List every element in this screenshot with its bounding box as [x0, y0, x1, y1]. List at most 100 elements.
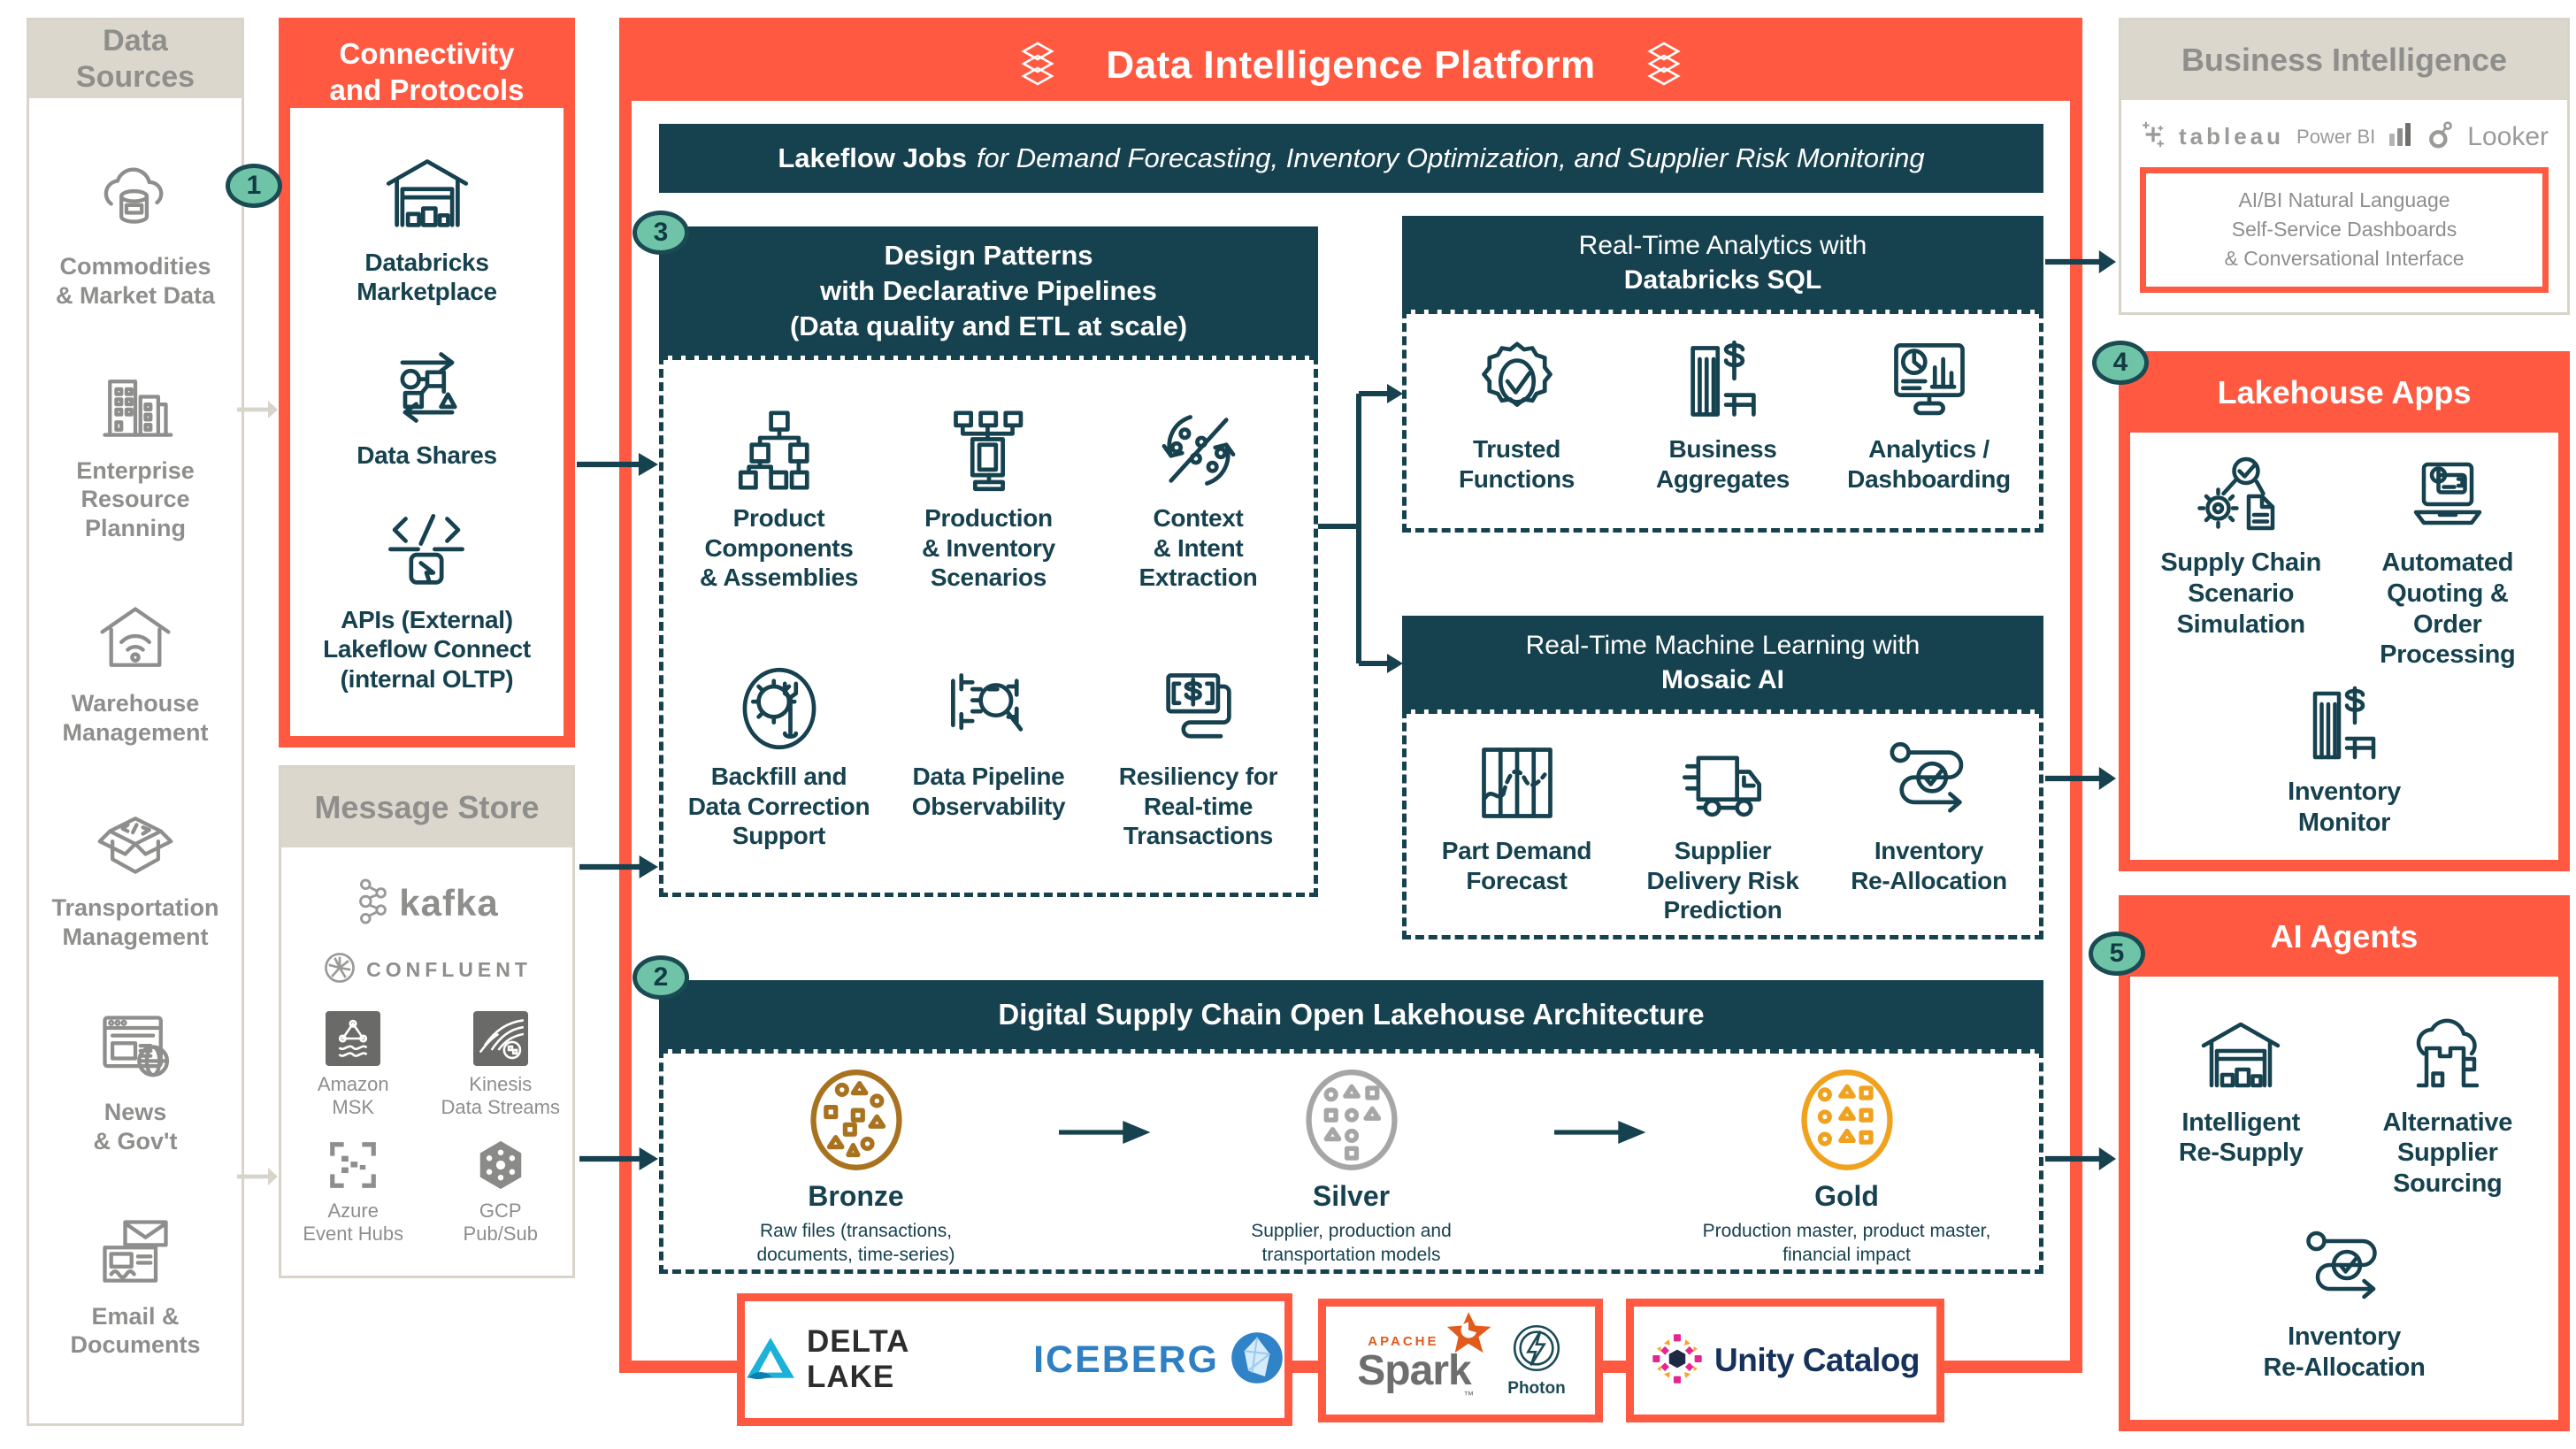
item-label: Bronze [808, 1180, 904, 1212]
design-patterns-header: Design Patterns with Declarative Pipelin… [659, 226, 1318, 356]
building-dollar-item: Business Aggregates [1620, 337, 1826, 521]
message-store-title: Message Store [281, 768, 572, 847]
delta-lake-wordmark: DELTA LAKE [807, 1324, 909, 1394]
step-badge-2: 2 [632, 955, 689, 1000]
item-label: Inventory Re-Allocation [2263, 1322, 2426, 1382]
scenario-sim-icon [2192, 454, 2289, 539]
spark-wordmark: Spark [1357, 1347, 1471, 1394]
item-label: Production & Inventory Scenarios [922, 504, 1055, 592]
medallion-silver-icon [1300, 1066, 1403, 1174]
spark-tm: ™ [1463, 1389, 1475, 1401]
flow-tree-icon [937, 406, 1041, 494]
warehouse-item: Intelligent Re-Supply [2143, 1014, 2339, 1200]
lakehouse-apps-panel: Lakehouse Apps Supply Chain Scenario Sim… [2119, 351, 2570, 871]
lakehouse-architecture-header: Digital Supply Chain Open Lakehouse Arch… [659, 980, 2043, 1049]
layers-icon [1019, 42, 1056, 90]
item-label: Inventory Re-Allocation [1851, 837, 2007, 894]
business-intelligence-body: tableau Power BI Looker AI/BI Natural La… [2121, 100, 2567, 312]
forecast-chart-icon [1465, 739, 1569, 827]
receipt-dollar-icon [1146, 664, 1251, 753]
data-sources-title: Data Sources [29, 20, 242, 98]
item-label: Business Aggregates [1655, 435, 1790, 493]
item-label: Transportation Management [51, 894, 219, 950]
forecast-chart-item: Part Demand Forecast [1414, 739, 1620, 928]
item-label: Analytics / Dashboarding [1847, 435, 2011, 493]
business-intelligence-panel: Business Intelligence tableau Power BI L… [2119, 18, 2570, 315]
item-label: GCP Pub/Sub [463, 1199, 538, 1245]
scenario-sim-item: Supply Chain Scenario Simulation [2143, 454, 2339, 671]
aibi-callout: AI/BI Natural Language Self-Service Dash… [2140, 166, 2549, 293]
pubsub-icon [473, 1138, 528, 1192]
api-code-icon [374, 508, 479, 596]
building-dollar-item: Inventory Monitor [2132, 683, 2557, 839]
analytics-title-line1: Real-Time Analytics with [1578, 231, 1867, 260]
tableau-wordmark: tableau [2178, 123, 2285, 150]
photon-wordmark: Photon [1507, 1378, 1566, 1398]
cloud-database-item: Commodities & Market Data [56, 162, 215, 310]
item-label: Azure Event Hubs [303, 1199, 404, 1245]
kafka-icon [355, 878, 390, 930]
truck-item: Supplier Delivery Risk Prediction [1620, 739, 1826, 928]
warehouse-item: Databricks Marketplace [356, 150, 497, 307]
unity-catalog-icon [1651, 1332, 1704, 1390]
data-shares-icon [375, 343, 479, 432]
badge-check-icon [1465, 337, 1569, 426]
api-code-item: APIs (External) Lakeflow Connect (intern… [323, 508, 531, 694]
kafka-wordmark: kafka [399, 882, 499, 924]
looker-icon [2426, 119, 2455, 154]
business-intelligence-title: Business Intelligence [2121, 20, 2567, 100]
pipeline-magnifier-icon [937, 664, 1041, 753]
item-label: Gold [1814, 1180, 1879, 1212]
item-label: Databricks Marketplace [356, 248, 497, 306]
item-label: Automated Quoting & Order Processing [2380, 548, 2516, 670]
buildings-item: Enterprise Resource Planning [76, 366, 195, 542]
unity-catalog-logo: Unity Catalog [1651, 1332, 1920, 1390]
ml-title-line2: Mosaic AI [1661, 665, 1784, 694]
ai-agents-panel: AI Agents Intelligent Re-Supply Alternati… [2119, 895, 2570, 1431]
open-box-icon [89, 803, 181, 885]
lakehouse-apps-title: Lakehouse Apps [2217, 374, 2472, 410]
spark-star-icon [1444, 1311, 1493, 1365]
item-label: Commodities & Market Data [55, 253, 216, 309]
laptop-order-icon [2399, 454, 2496, 539]
ai-agents-title: AI Agents [2270, 918, 2419, 954]
kafka-logo: kafka [355, 878, 498, 930]
iceberg-icon [1230, 1330, 1284, 1390]
connectivity-title: Connectivity and Protocols [329, 37, 525, 107]
s-path-check-icon [2296, 1228, 2393, 1313]
delta-lake-logo: DELTA LAKE [745, 1324, 994, 1395]
connectivity-panel: Connectivity and Protocols Databricks Ma… [279, 18, 575, 748]
design-patterns-box: Product Components & Assemblies Productio… [659, 356, 1318, 897]
org-chart-item: Product Components & Assemblies [674, 406, 884, 625]
gear-wrench-item: Backfill and Data Correction Support [674, 664, 884, 884]
s-path-check-item: Inventory Re-Allocation [2132, 1228, 2557, 1384]
looker-wordmark: Looker [2467, 121, 2549, 151]
item-label: Enterprise Resource Planning [76, 457, 195, 541]
bi-logos-row: tableau Power BI Looker [2140, 119, 2549, 154]
item-label: Email & Documents [70, 1303, 201, 1359]
item-label: Resiliency for Real-time Transactions [1118, 763, 1278, 850]
mail-document-item: Email & Documents [70, 1212, 201, 1360]
ai-agents-list: Intelligent Re-Supply Alternative Supplie… [2130, 977, 2558, 1420]
medallion-bronze-icon [805, 1066, 908, 1174]
item-label: Data Pipeline Observability [911, 763, 1066, 820]
laptop-order-item: Automated Quoting & Order Processing [2350, 454, 2545, 671]
kinesis-icon [472, 1010, 528, 1066]
item-label: Warehouse Management [62, 690, 209, 746]
item-label: Intelligent Re-Supply [2178, 1108, 2304, 1168]
building-dollar-icon [1671, 337, 1775, 426]
realtime-ml-header: Real-Time Machine Learning with Mosaic A… [1402, 616, 2043, 709]
apache-spark-logo: APACHE Spark ™ [1355, 1312, 1491, 1407]
cloud-database-icon [89, 162, 181, 243]
context-swirl-item: Context & Intent Extraction [1093, 406, 1303, 625]
event-hubs-item: Azure Event Hubs [287, 1138, 420, 1246]
house-wifi-item: Warehouse Management [62, 599, 209, 747]
item-label: Alternative Supplier Sourcing [2382, 1108, 2513, 1199]
unity-catalog-box: Unity Catalog [1626, 1299, 1944, 1422]
medallion-gold-icon [1796, 1066, 1898, 1174]
item-label: Context & Intent Extraction [1138, 504, 1258, 592]
